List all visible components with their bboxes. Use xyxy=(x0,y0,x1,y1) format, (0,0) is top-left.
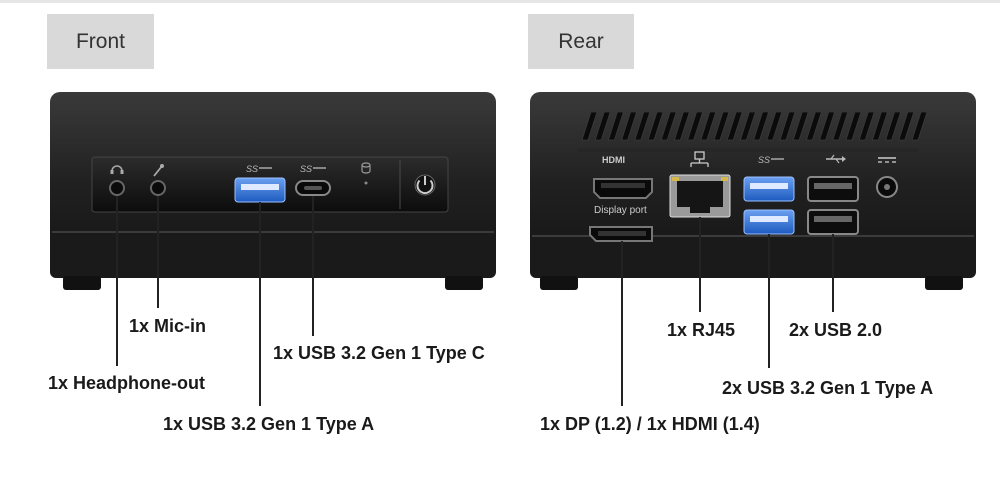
svg-text:SS: SS xyxy=(246,164,258,174)
callout-usb3: 2x USB 3.2 Gen 1 Type A xyxy=(722,378,934,398)
leader-mic xyxy=(157,196,159,308)
vent-slat xyxy=(911,111,928,141)
vent-slat xyxy=(713,111,730,141)
vent-slat xyxy=(819,111,836,141)
vent-slat xyxy=(581,111,598,141)
leader-video xyxy=(621,241,623,406)
rear-foot-left xyxy=(540,276,578,290)
usb-superspeed-icon: SS xyxy=(300,164,326,174)
vent-slat xyxy=(621,111,638,141)
usb-icon xyxy=(826,154,846,164)
dc-in-icon xyxy=(878,157,896,163)
front-device: SS SS xyxy=(50,92,496,290)
leader-headphone xyxy=(116,196,118,366)
callout-rj45: 1x RJ45 xyxy=(667,320,736,340)
callout-usb2: 2x USB 2.0 xyxy=(789,320,883,340)
callout-usb-a: 1x USB 3.2 Gen 1 Type A xyxy=(163,414,375,434)
vent-slat xyxy=(634,111,651,141)
vent-slat xyxy=(726,111,743,141)
rear-base xyxy=(530,236,976,278)
front-foot-right xyxy=(445,276,483,290)
tab-rear[interactable]: Rear xyxy=(528,14,634,69)
svg-text:SS: SS xyxy=(300,164,312,174)
vent-slat xyxy=(832,111,849,141)
vent-slat xyxy=(753,111,770,141)
vent-slat xyxy=(898,111,915,141)
displayport-label: Display port xyxy=(594,205,647,216)
vent-slat xyxy=(779,111,796,141)
vent-slat xyxy=(687,111,704,141)
top-divider xyxy=(0,0,1000,3)
microphone-icon xyxy=(153,164,164,177)
mic-jack xyxy=(150,180,166,196)
network-icon xyxy=(690,151,709,167)
hdmi-label: HDMI xyxy=(602,155,625,165)
rear-foot-right xyxy=(925,276,963,290)
vent-slat xyxy=(885,111,902,141)
callout-headphone-out: 1x Headphone-out xyxy=(48,373,206,393)
vent-slat xyxy=(660,111,677,141)
headphone-jack xyxy=(109,180,125,196)
hdd-led-icon xyxy=(361,162,371,185)
leader-rj45 xyxy=(699,217,701,312)
hdmi-icon: HDMI xyxy=(602,155,625,165)
tab-front[interactable]: Front xyxy=(47,14,154,69)
usb-superspeed-icon: SS xyxy=(246,164,272,174)
vent-slat xyxy=(792,111,809,141)
vent-slat xyxy=(858,111,875,141)
usb-superspeed-icon: SS xyxy=(758,155,784,165)
callout-usb-c: 1x USB 3.2 Gen 1 Type C xyxy=(273,343,485,363)
callout-mic-in: 1x Mic-in xyxy=(129,316,207,336)
leader-usb-a xyxy=(259,202,261,406)
vent-slat xyxy=(700,111,717,141)
power-icon xyxy=(414,174,436,196)
leader-usb3 xyxy=(768,234,770,368)
vent-slat xyxy=(845,111,862,141)
callout-video: 1x DP (1.2) / 1x HDMI (1.4) xyxy=(540,414,760,434)
vent-slat xyxy=(647,111,664,141)
vent-slat xyxy=(766,111,783,141)
hdmi-port xyxy=(593,178,653,199)
leader-usb2 xyxy=(832,234,834,312)
front-base xyxy=(50,232,496,278)
rear-vents xyxy=(581,111,928,141)
vent-slat xyxy=(607,111,624,141)
headphone-icon xyxy=(110,165,124,174)
vent-slat xyxy=(673,111,690,141)
rear-device: HDMI Display port SS xyxy=(530,92,976,290)
leader-usb-c xyxy=(312,196,314,336)
svg-text:SS: SS xyxy=(758,155,770,165)
vent-slat xyxy=(594,111,611,141)
vent-slat xyxy=(739,111,756,141)
vent-slat xyxy=(871,111,888,141)
vent-slat xyxy=(805,111,822,141)
front-foot-left xyxy=(63,276,101,290)
